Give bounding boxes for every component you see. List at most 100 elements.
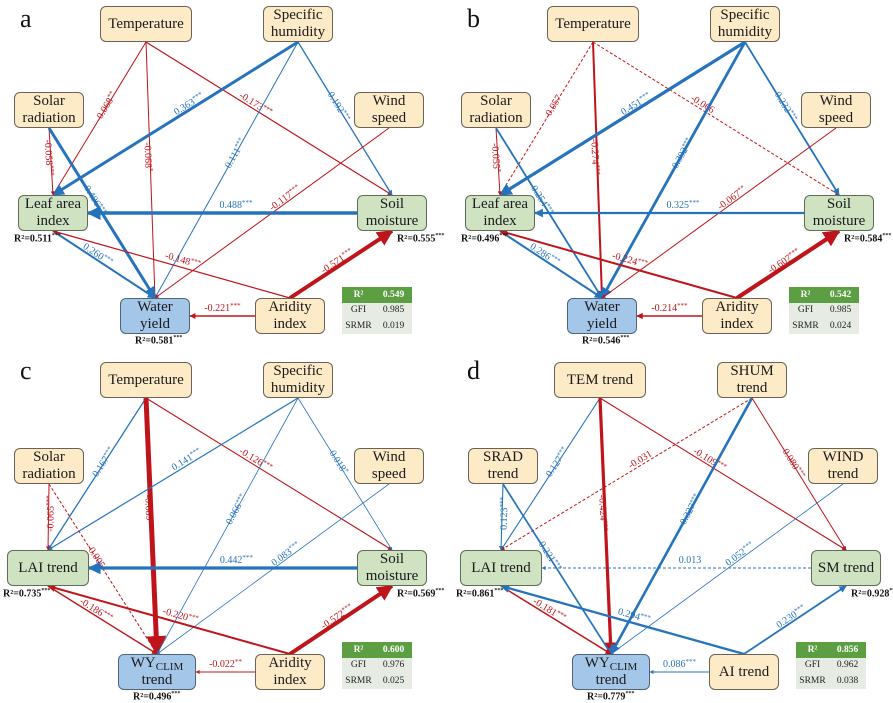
r2-soil-moisture: R²=0.928*** xyxy=(851,588,893,600)
path-coefficient: 0.018* xyxy=(327,448,351,477)
node-temperature: Temperature xyxy=(100,362,192,398)
path-coefficient: -0.221*** xyxy=(204,302,241,314)
fit-value-gfi: 0.985 xyxy=(375,302,412,318)
path-temperature-to-soil-moisture xyxy=(599,397,847,551)
node-specific-humidity: Specific humidity xyxy=(710,6,780,42)
path-lai-to-water-yield xyxy=(52,230,156,299)
path-edges: -0.068**-0.068*-0.173***0.363***0.111***… xyxy=(42,40,394,319)
r2-lai: R²=0.496*** xyxy=(461,233,509,245)
path-temperature-to-water-yield xyxy=(145,41,157,299)
fit-value-srmr: 0.024 xyxy=(822,318,859,334)
path-temperature-to-water-yield xyxy=(143,397,167,656)
path-coefficient: -0.066 xyxy=(689,93,717,116)
path-coefficient: -0.068* xyxy=(142,142,155,172)
node-wind-speed: Wind speed xyxy=(354,448,424,484)
fit-label-gfi: GFI xyxy=(342,657,375,673)
path-coefficient: -0.057 xyxy=(542,93,565,121)
path-coefficient: -0.571*** xyxy=(319,246,356,276)
path-coefficient: 0.127*** xyxy=(543,445,571,480)
path-wind-speed-to-water-yield xyxy=(610,483,844,655)
path-coefficient: -0.022** xyxy=(209,658,242,670)
path-coefficient: 0.488*** xyxy=(219,199,253,211)
r2-soil-moisture: R²=0.584*** xyxy=(844,233,892,245)
path-coefficient: 0.192*** xyxy=(325,89,353,124)
r2-soil-moisture: R²=0.569*** xyxy=(397,588,445,600)
panel-label: d xyxy=(467,356,480,385)
node-specific-humidity: SHUM trend xyxy=(717,362,787,398)
path-coefficient: 0.230*** xyxy=(774,602,809,631)
fit-label-r2: R² xyxy=(342,287,375,303)
path-coefficient: 0.392*** xyxy=(669,136,696,171)
r2-water-yield: R²=0.779*** xyxy=(587,691,635,703)
path-aridity-index-to-soil-moisture xyxy=(735,229,841,300)
path-aridity-index-to-soil-moisture xyxy=(288,584,394,656)
path-coefficient: -0.214*** xyxy=(651,302,688,314)
path-coefficient: -0.689*** xyxy=(142,494,156,531)
node-lai: LAI trend xyxy=(460,550,542,586)
r2-lai: R²=0.735*** xyxy=(3,588,51,600)
fit-label-srmr: SRMR xyxy=(342,318,375,334)
r2-water-yield: R²=0.581*** xyxy=(135,335,183,347)
path-coefficient: 0.325*** xyxy=(666,199,700,211)
panel-label: a xyxy=(20,4,32,33)
fit-label-r2: R² xyxy=(789,287,822,303)
fit-value-gfi: 0.985 xyxy=(822,302,859,318)
r2-soil-moisture: R²=0.555*** xyxy=(397,233,445,245)
node-soil-moisture: Soil moisture xyxy=(357,195,427,231)
fit-label-r2: R² xyxy=(342,642,375,658)
path-coefficient: -0.055* xyxy=(489,143,503,174)
path-specific-humidity-to-soil-moisture xyxy=(751,397,847,551)
path-coefficient: -0.067** xyxy=(715,183,749,212)
path-temperature-to-soil-moisture xyxy=(145,397,393,551)
path-temperature-to-lai xyxy=(500,397,601,551)
fit-value-srmr: 0.019 xyxy=(375,318,412,334)
node-aridity-index: AI trend xyxy=(709,654,779,690)
path-coefficient: -0.572*** xyxy=(319,601,356,631)
node-aridity-index: Aridity index xyxy=(255,654,325,690)
r2-lai: R²=0.861*** xyxy=(456,588,504,600)
path-coefficient: 0.111*** xyxy=(222,136,248,170)
path-coefficient: -0.117*** xyxy=(267,182,304,213)
path-coefficient: 0.123*** xyxy=(498,496,511,530)
fit-label-gfi: GFI xyxy=(796,657,829,673)
fit-value-r2: 0.600 xyxy=(375,642,412,658)
path-coefficient: -0.068** xyxy=(92,89,120,124)
fit-value-srmr: 0.038 xyxy=(829,673,866,689)
path-coefficient: 0.066*** xyxy=(223,492,250,527)
panel-label: b xyxy=(467,4,480,33)
path-coefficient: -0.274*** xyxy=(588,139,601,176)
path-coefficient: 0.052*** xyxy=(723,539,757,568)
path-coefficient: -0.065*** xyxy=(44,495,57,532)
path-coefficient: -0.058*** xyxy=(42,139,56,176)
node-lai: Leaf area index xyxy=(18,195,88,231)
node-soil-moisture: SM trend xyxy=(811,550,881,586)
path-aridity-index-to-lai xyxy=(499,229,738,299)
path-lai-to-water-yield xyxy=(47,585,158,655)
path-temperature-to-lai xyxy=(52,41,147,196)
path-coefficient: 0.083*** xyxy=(269,539,303,568)
node-wind-speed: Wind speed xyxy=(354,92,424,128)
path-specific-humidity-to-lai xyxy=(47,397,299,551)
node-solar-radiation: Solar radiation xyxy=(14,92,84,128)
node-temperature: Temperature xyxy=(547,6,639,42)
fit-value-r2: 0.549 xyxy=(375,287,412,303)
path-aridity-index-to-soil-moisture xyxy=(288,229,394,300)
fit-value-gfi: 0.976 xyxy=(375,657,412,673)
path-specific-humidity-to-soil-moisture xyxy=(297,41,393,196)
panel-label: c xyxy=(20,356,32,385)
fit-value-r2: 0.856 xyxy=(829,642,866,658)
node-aridity-index: Aridity index xyxy=(702,298,772,334)
path-coefficient: -0.424*** xyxy=(596,494,610,531)
path-specific-humidity-to-water-yield xyxy=(156,397,299,655)
path-coefficient: 0.327*** xyxy=(677,492,704,527)
node-lai: Leaf area index xyxy=(465,195,535,231)
fit-label-gfi: GFI xyxy=(342,302,375,318)
path-coefficient: 0.013 xyxy=(679,555,702,566)
path-coefficient: 0.232*** xyxy=(772,89,800,124)
path-coefficient: 0.086*** xyxy=(663,658,697,670)
